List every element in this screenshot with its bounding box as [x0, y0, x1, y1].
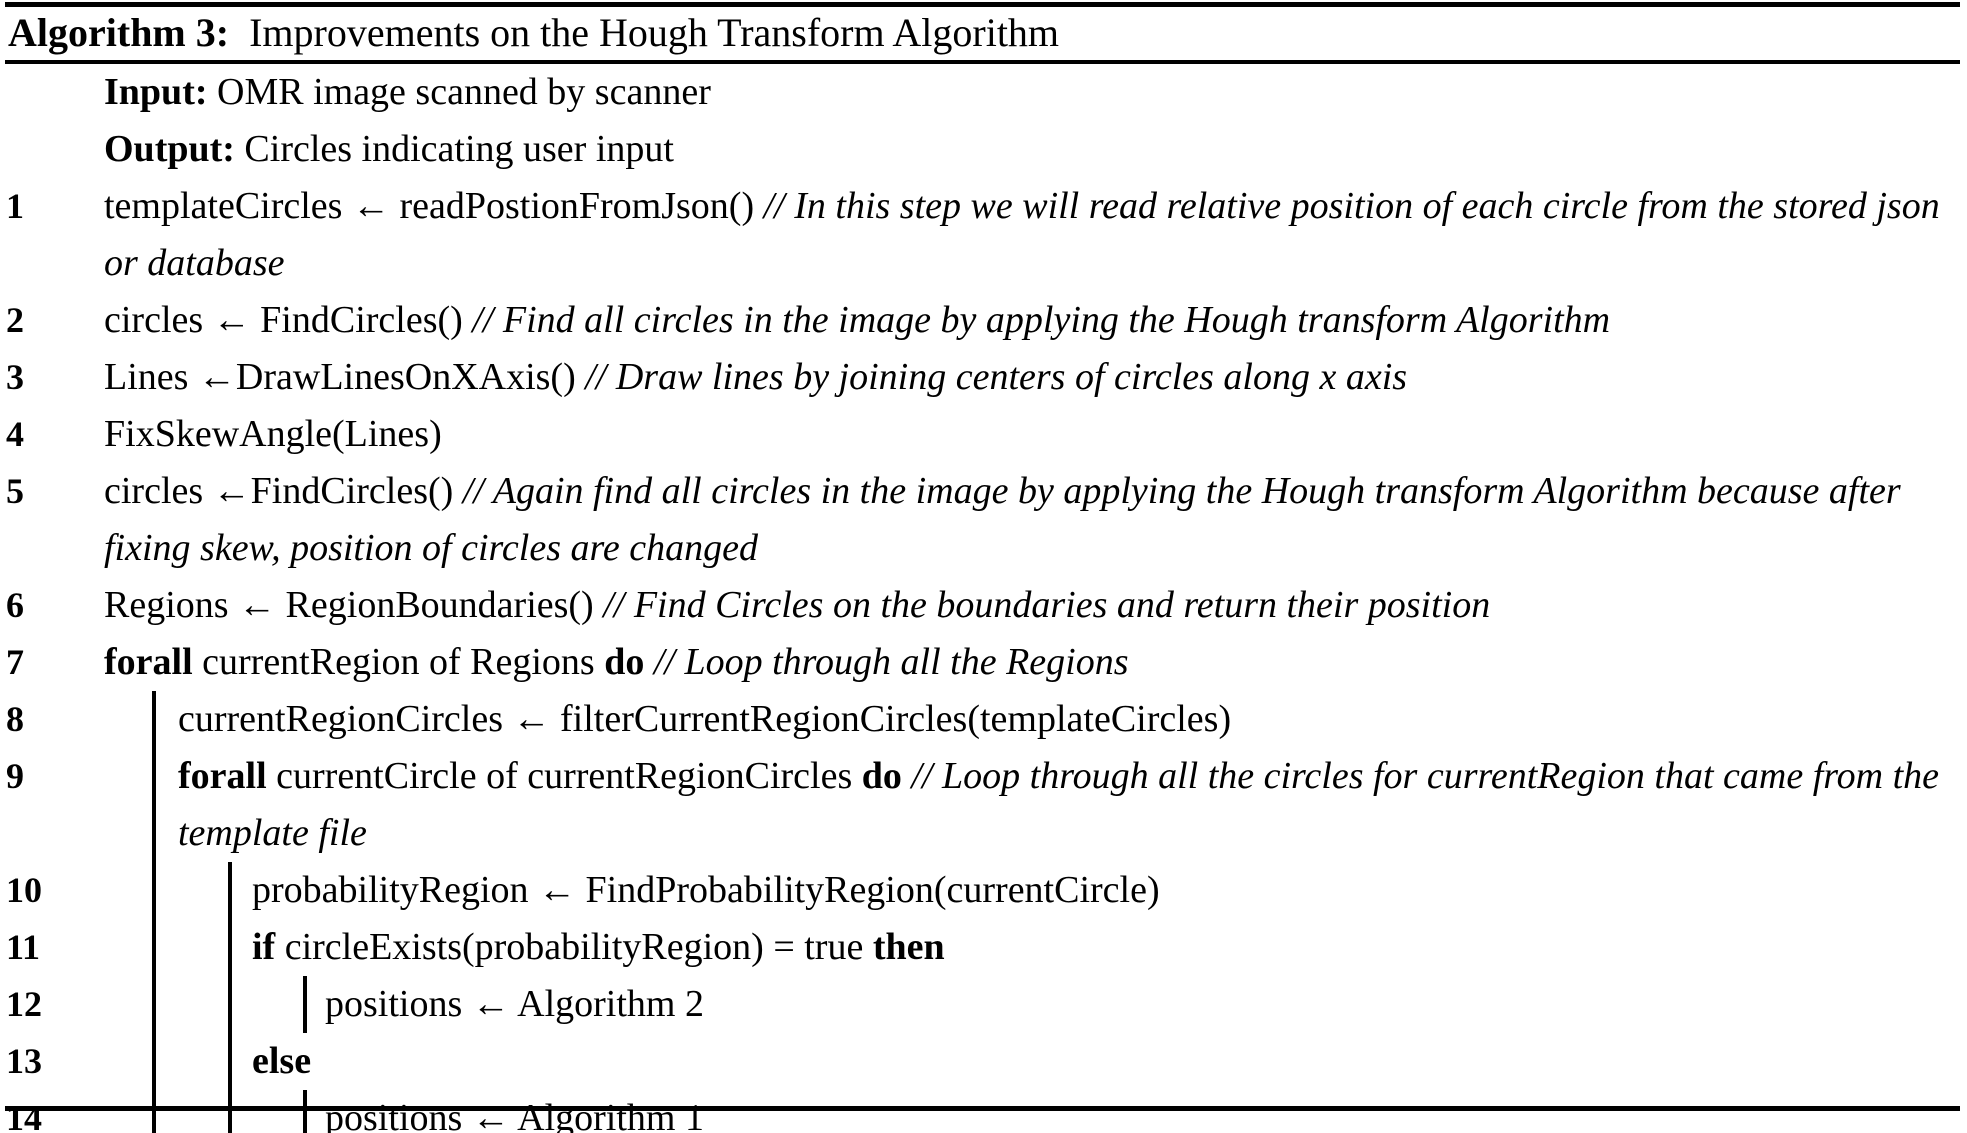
line-number-6: 6 [6, 585, 24, 625]
line-number-13: 13 [6, 1041, 42, 1081]
code-line-1: 1 templateCircles ← readPostionFromJson(… [0, 178, 1967, 292]
code-3: Lines ←DrawLinesOnXAxis() [104, 356, 576, 398]
forall-region-block: 8 currentRegionCircles ← filterCurrentRe… [0, 691, 1967, 1133]
statement-7: forall currentRegion of Regions do // Lo… [104, 634, 1967, 691]
line-number-14: 14 [6, 1098, 42, 1133]
code-line-6: 6 Regions ← RegionBoundaries() // Find C… [0, 577, 1967, 634]
code-9: currentCircle of currentRegionCircles [266, 755, 862, 797]
code-line-9: 9 forall currentCircle of currentRegionC… [0, 748, 1967, 862]
indent-bar-level-3-then [303, 976, 307, 1033]
input-line: Input: OMR image scanned by scanner [0, 64, 1967, 121]
output-text: Circles indicating user input [244, 128, 674, 170]
statement-9: forall currentCircle of currentRegionCir… [178, 748, 1967, 862]
algorithm-title: Improvements on the Hough Transform Algo… [249, 10, 1060, 55]
line-number-10: 10 [6, 870, 42, 910]
statement-10: probabilityRegion ← FindProbabilityRegio… [252, 862, 1967, 919]
then-branch-block: 12 positions ← Algorithm 2 [0, 976, 1967, 1033]
line-number-11: 11 [6, 927, 41, 967]
comment-5: // Again find all circles in the image b… [104, 470, 1901, 569]
statement-3: Lines ←DrawLinesOnXAxis() // Draw lines … [104, 349, 1967, 406]
statement-8: currentRegionCircles ← filterCurrentRegi… [178, 691, 1967, 748]
code-line-12: 12 positions ← Algorithm 2 [0, 976, 1967, 1033]
code-10: probabilityRegion ← FindProbabilityRegio… [252, 869, 1160, 911]
code-line-11: 11 if circleExists(probabilityRegion) = … [0, 919, 1967, 976]
code-line-4: 4 FixSkewAngle(Lines) [0, 406, 1967, 463]
algorithm-label: Algorithm 3: [8, 10, 230, 55]
line-number-8: 8 [6, 699, 24, 739]
statement-13: else [252, 1033, 1967, 1090]
comment-3: // Draw lines by joining centers of circ… [585, 356, 1408, 398]
code-line-5: 5 circles ←FindCircles() // Again find a… [0, 463, 1967, 577]
statement-6: Regions ← RegionBoundaries() // Find Cir… [104, 577, 1967, 634]
code-line-13: 13 else [0, 1033, 1967, 1090]
code-line-10: 10 probabilityRegion ← FindProbabilityRe… [0, 862, 1967, 919]
code-7: currentRegion of Regions [192, 641, 605, 683]
algorithm-caption: Algorithm 3: Improvements on the Hough T… [8, 8, 1957, 58]
line-number-7: 7 [6, 642, 24, 682]
statement-5: circles ←FindCircles() // Again find all… [104, 463, 1967, 577]
comment-7: // Loop through all the Regions [653, 641, 1129, 683]
code-12: positions ← Algorithm 2 [325, 983, 704, 1025]
forall-circle-block: 10 probabilityRegion ← FindProbabilityRe… [0, 862, 1967, 1133]
keyword-else-13: else [252, 1040, 312, 1082]
line-number-3: 3 [6, 357, 24, 397]
line-number-2: 2 [6, 300, 24, 340]
output-statement: Output: Circles indicating user input [104, 121, 1967, 178]
top-rule [5, 2, 1960, 7]
line-number-4: 4 [6, 414, 24, 454]
code-line-3: 3 Lines ←DrawLinesOnXAxis() // Draw line… [0, 349, 1967, 406]
algorithm-body: Input: OMR image scanned by scanner Outp… [0, 64, 1967, 1133]
code-8: currentRegionCircles ← filterCurrentRegi… [178, 698, 1232, 740]
code-line-7: 7 forall currentRegion of Regions do // … [0, 634, 1967, 691]
keyword-forall-7: forall [104, 641, 193, 683]
title-rule [5, 60, 1960, 64]
statement-14: positions ← Algorithm 1 [325, 1090, 1967, 1133]
code-1: templateCircles ← readPostionFromJson() [104, 185, 755, 227]
indent-bar-level-2 [228, 862, 232, 1133]
else-branch-block: 14 positions ← Algorithm 1 [0, 1090, 1967, 1133]
keyword-forall-9: forall [178, 755, 267, 797]
statement-1: templateCircles ← readPostionFromJson() … [104, 178, 1967, 292]
statement-11: if circleExists(probabilityRegion) = tru… [252, 919, 1967, 976]
keyword-then-11: then [872, 926, 945, 968]
bottom-rule [5, 1106, 1960, 1111]
keyword-if-11: if [252, 926, 276, 968]
statement-4: FixSkewAngle(Lines) [104, 406, 1967, 463]
output-label: Output: [104, 128, 235, 170]
input-label: Input: [104, 71, 208, 113]
code-6: Regions ← RegionBoundaries() [104, 584, 594, 626]
code-2: circles ← FindCircles() [104, 299, 463, 341]
code-14: positions ← Algorithm 1 [325, 1097, 704, 1133]
indent-bar-level-3-else [303, 1090, 307, 1133]
line-number-1: 1 [6, 186, 24, 226]
statement-12: positions ← Algorithm 2 [325, 976, 1967, 1033]
code-5: circles ←FindCircles() [104, 470, 454, 512]
comment-6: // Find Circles on the boundaries and re… [603, 584, 1491, 626]
comment-1: // In this step we will read relative po… [104, 185, 1940, 284]
input-text: OMR image scanned by scanner [217, 71, 711, 113]
keyword-do-9: do [861, 755, 902, 797]
input-statement: Input: OMR image scanned by scanner [104, 64, 1967, 121]
code-line-8: 8 currentRegionCircles ← filterCurrentRe… [0, 691, 1967, 748]
code-4: FixSkewAngle(Lines) [104, 413, 442, 455]
comment-2: // Find all circles in the image by appl… [472, 299, 1611, 341]
keyword-do-7: do [604, 641, 645, 683]
comment-9: // Loop through all the circles for curr… [178, 755, 1940, 854]
statement-2: circles ← FindCircles() // Find all circ… [104, 292, 1967, 349]
code-11: circleExists(probabilityRegion) = true [275, 926, 873, 968]
code-line-2: 2 circles ← FindCircles() // Find all ci… [0, 292, 1967, 349]
line-number-9: 9 [6, 756, 24, 796]
code-line-14: 14 positions ← Algorithm 1 [0, 1090, 1967, 1133]
output-line: Output: Circles indicating user input [0, 121, 1967, 178]
line-number-12: 12 [6, 984, 42, 1024]
indent-bar-level-1 [152, 691, 156, 1133]
line-number-5: 5 [6, 471, 24, 511]
